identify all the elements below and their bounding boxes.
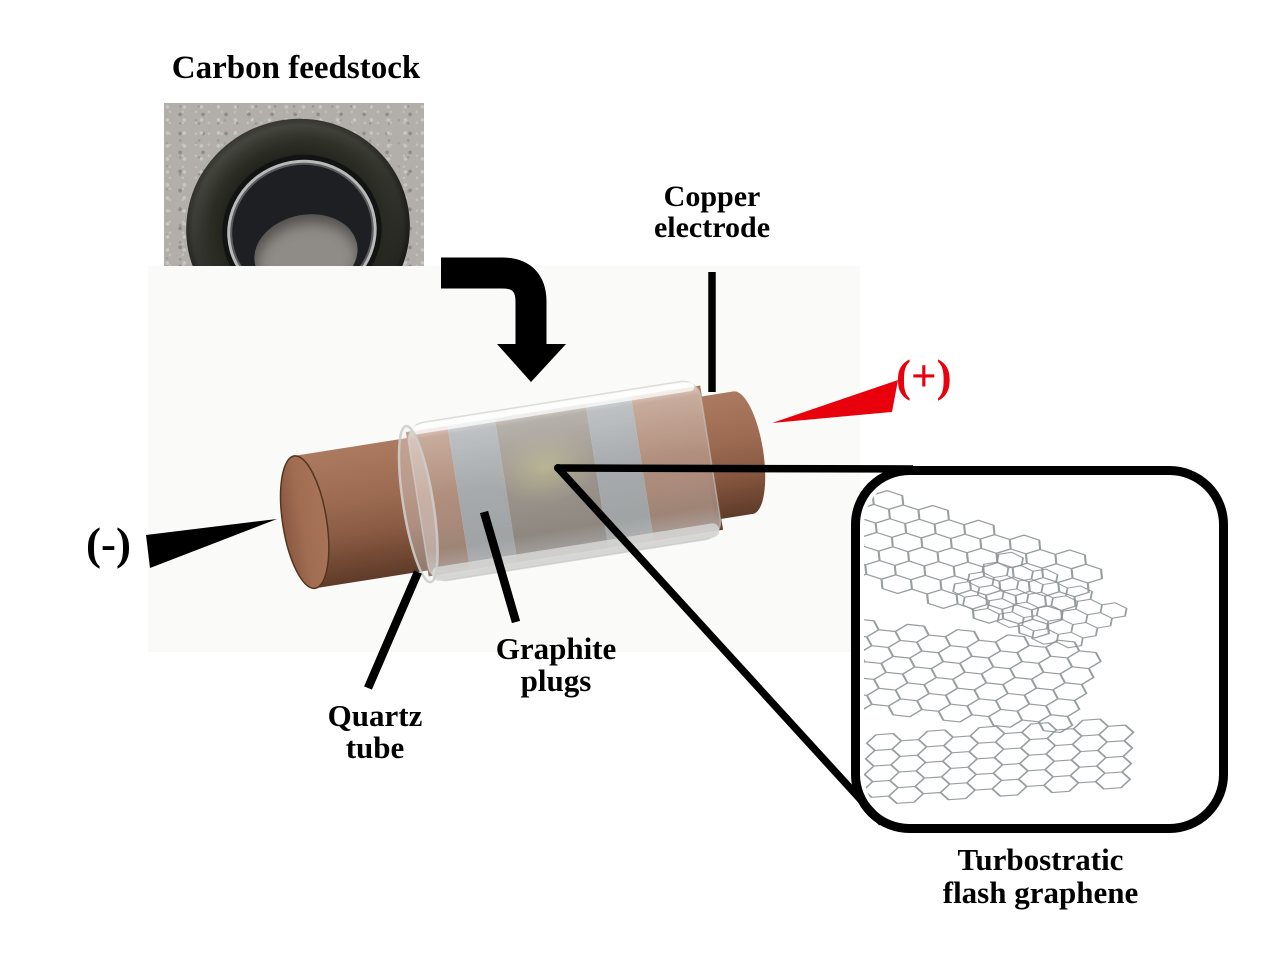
graphite-plugs-pointer-line: [479, 510, 521, 624]
graphene-lattice: [864, 490, 1135, 804]
feed-arrow-icon: [441, 257, 566, 382]
zoom-callout-lines: [554, 464, 914, 826]
graphite-plugs-label: Graphite plugs: [456, 633, 656, 696]
quartz-tube-pointer-line: [364, 570, 422, 690]
copper-electrode-label-line2: electrode: [653, 210, 771, 244]
graphene-sheet: [864, 718, 1135, 804]
graphene-sheet: [864, 618, 1102, 734]
quartz-tube-label-line2: tube: [345, 729, 405, 765]
inset-caption-line1: Turbostratic: [957, 842, 1124, 877]
graphene-sheet: [952, 551, 1128, 649]
left-electrode-face: [279, 455, 330, 590]
quartz-tube-label-line1: Quartz: [327, 698, 423, 733]
graphene-inset-box: [851, 466, 1228, 833]
negative-terminal-arrow: [146, 519, 277, 568]
zoom-callout-line-top: [557, 464, 914, 473]
positive-terminal-arrow: [772, 380, 898, 423]
negative-terminal-label: (-): [86, 519, 131, 569]
figure-title: Carbon feedstock: [171, 50, 421, 86]
copper-electrode-label-line1: Copper: [663, 180, 761, 213]
inset-caption: Turbostratic flash graphene: [888, 843, 1193, 910]
zoom-callout-line-bottom: [555, 465, 885, 826]
copper-electrode-label: Copper electrode: [612, 180, 812, 244]
inset-caption-line2: flash graphene: [942, 875, 1139, 911]
positive-terminal-label: (+): [896, 351, 952, 401]
graphite-plugs-label-line2: plugs: [520, 662, 592, 698]
graphite-plugs-label-line1: Graphite: [495, 631, 617, 666]
flash-joule-apparatus: [279, 380, 766, 590]
quartz-tube-label: Quartz tube: [275, 700, 475, 763]
